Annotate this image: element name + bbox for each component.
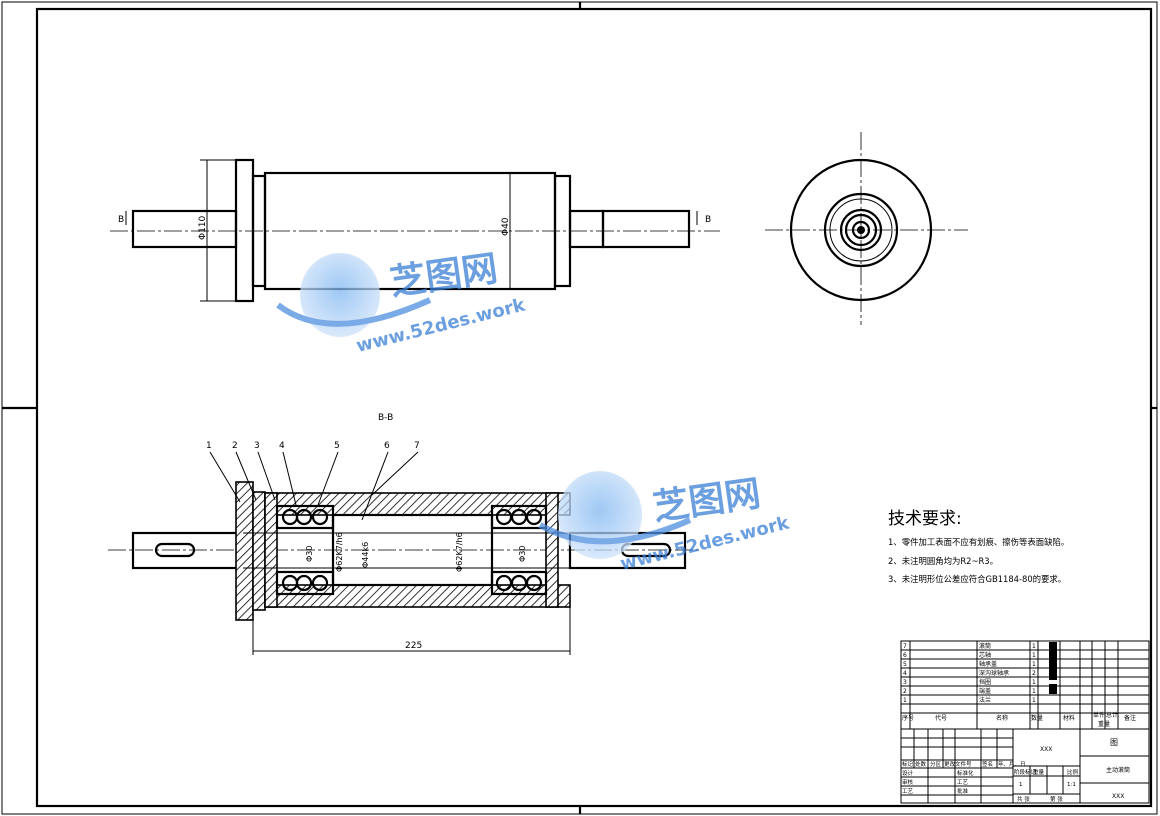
watermark-2: 芝图网 www.52des.work <box>538 471 792 575</box>
bom-no-4: 4 <box>903 670 907 677</box>
bom-name-3: 挡圈 <box>979 678 991 686</box>
leader-lines <box>209 451 419 521</box>
watermark-brand-2: 芝图网 <box>651 473 764 529</box>
tb-scale-value: 1:1 <box>1067 782 1076 788</box>
bom-header-no: 序号 <box>902 714 914 722</box>
balloon-1: 1 <box>206 441 212 451</box>
tb-sheet: 第 张 <box>1050 795 1063 803</box>
dim-bearing-left: Φ30 <box>305 546 314 562</box>
balloon-4: 4 <box>279 441 285 451</box>
tb-zone: 分区 <box>930 760 942 768</box>
tb-sheets: 共 张 <box>1017 795 1030 803</box>
tech-requirement-2: 2、未注明圆角均为R2~R3。 <box>888 556 998 566</box>
balloon-5: 5 <box>334 441 340 451</box>
tb-check: 审核 <box>902 778 914 786</box>
dim-hub-left: Φ62K7/h6 <box>335 532 344 572</box>
tb-marker: 图 <box>1110 738 1118 747</box>
tb-scale-label: 比例 <box>1067 768 1079 776</box>
tech-requirement-1: 1、零件加工表面不应有划痕、擦伤等表面缺陷。 <box>888 537 1069 547</box>
balloon-6: 6 <box>384 441 390 451</box>
bom-no-2: 2 <box>903 688 907 695</box>
front-view: B B Φ110 Φ40 <box>110 158 720 303</box>
tb-date: 年、月、日 <box>998 760 1026 768</box>
tb-material: XXX <box>1040 746 1052 753</box>
tb-part-name: 主动滚筒 <box>1106 766 1130 774</box>
tech-requirements-title: 技术要求: <box>888 509 962 529</box>
title-block: 标记 处数 分区 更改文件号 签名 年、月、日 设计 标准化 审核 工艺 工艺 … <box>900 728 1150 804</box>
bom-header-name: 名称 <box>996 714 1008 722</box>
bom-no-6: 6 <box>903 652 907 659</box>
tech-requirements: 技术要求: 1、零件加工表面不应有划痕、擦伤等表面缺陷。 2、未注明圆角均为R2… <box>888 509 1069 584</box>
bom-name-1: 法兰 <box>979 696 991 704</box>
tb-count: 处数 <box>915 760 927 768</box>
dim-body-dia: Φ40 <box>501 217 511 236</box>
tb-standardize: 标准化 <box>957 769 974 777</box>
watermark-url: www.52des.work <box>354 294 528 357</box>
bom-header-unit: 单件 <box>1093 711 1105 719</box>
tb-design: 设计 <box>902 769 914 777</box>
tb-process: 工艺 <box>902 788 914 795</box>
bom-qty-6: 1 <box>1032 652 1036 659</box>
balloon-2: 2 <box>232 441 238 451</box>
bom-qty-1: 1 <box>1032 697 1036 704</box>
tb-stage-value: 1 <box>1019 782 1023 788</box>
bom-header-qty: 数量 <box>1031 714 1043 722</box>
bom-no-5: 5 <box>903 661 907 668</box>
bom-qty-2: 1 <box>1032 688 1036 695</box>
bom-no-1: 1 <box>903 697 907 704</box>
bom-no-3: 3 <box>903 679 907 686</box>
bom-name-5: 轴承盖 <box>979 660 997 668</box>
dim-hub-right: Φ62K7/h6 <box>455 532 464 572</box>
tb-sign: 签名 <box>982 760 993 768</box>
side-view <box>765 132 968 325</box>
section-label: B-B <box>378 413 393 423</box>
bom-qty-5: 1 <box>1032 661 1036 668</box>
dim-bearing-right: Φ30 <box>518 546 527 562</box>
tb-weight-label: 重量 <box>1033 768 1045 776</box>
bom-header-note: 备注 <box>1124 714 1136 722</box>
bom-header-code: 代号 <box>935 714 947 722</box>
balloon-7: 7 <box>414 441 420 451</box>
watermark-brand: 芝图网 <box>388 248 501 304</box>
bom-qty-3: 1 <box>1032 679 1036 686</box>
tb-stage-label: 阶段标记 <box>1014 768 1037 776</box>
bom-name-2: 端盖 <box>979 687 991 695</box>
bom-header-weight: 重量 <box>1098 720 1110 728</box>
dim-flange-dia: Φ110 <box>198 215 208 240</box>
dim-length: 225 <box>405 641 422 651</box>
tb-change-doc: 更改文件号 <box>944 760 972 768</box>
tb-company: XXX <box>1112 793 1124 800</box>
bom-name-4: 深沟球轴承 <box>979 669 1009 677</box>
bom-table: 7 滚筒 1 6 芯轴 1 5 轴承盖 1 4 深沟球轴承 2 3 挡圈 1 2… <box>900 640 1150 730</box>
view-marker-left: B <box>118 215 124 225</box>
tb-mark: 标记 <box>902 760 914 768</box>
balloon-3: 3 <box>254 441 260 451</box>
bom-name-6: 芯轴 <box>979 651 991 659</box>
tb-approve: 批准 <box>957 787 969 795</box>
bom-qty-4: 2 <box>1032 670 1036 677</box>
bom-no-7: 7 <box>903 643 907 650</box>
tb-process-2: 工艺 <box>957 779 969 786</box>
tech-requirement-3: 3、未注明形位公差应符合GB1184-80的要求。 <box>888 574 1066 584</box>
view-marker-right: B <box>705 215 711 225</box>
bom-qty-7: 1 <box>1032 643 1036 650</box>
bom-name-7: 滚筒 <box>979 642 991 650</box>
bom-header-total: 总计 <box>1106 711 1118 719</box>
dim-shaft-center: Φ44k6 <box>361 542 370 568</box>
watermark-1: 芝图网 www.52des.work <box>276 248 528 357</box>
bom-header-material: 材料 <box>1063 714 1075 722</box>
